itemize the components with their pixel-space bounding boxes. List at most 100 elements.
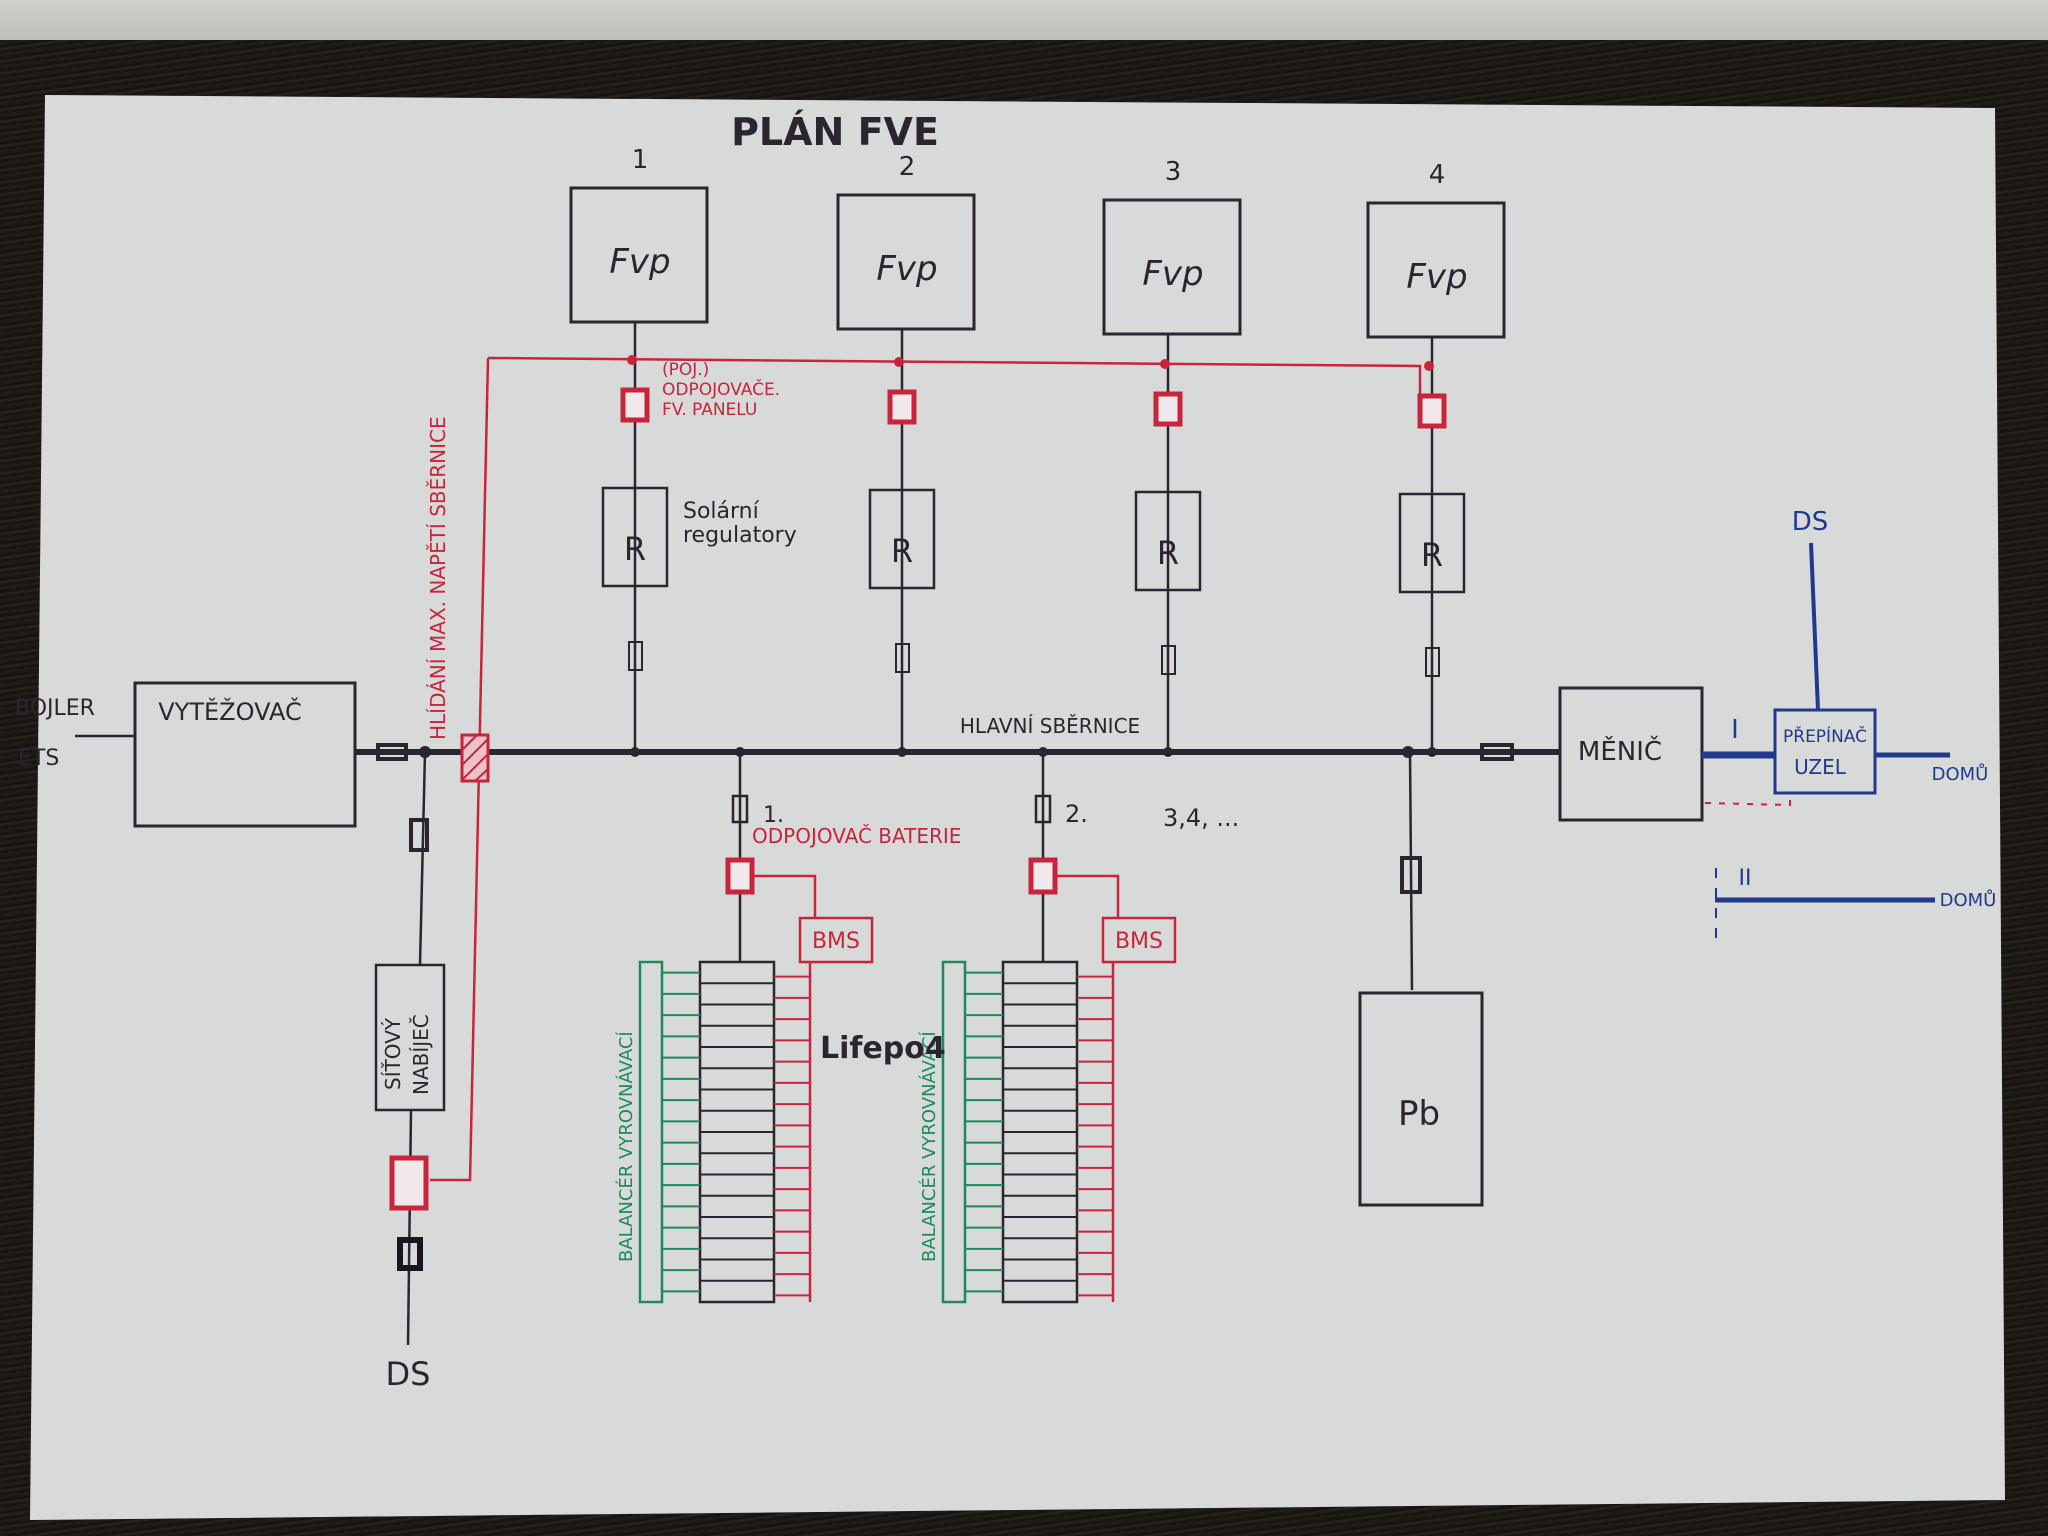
- balancer-bar: [941, 960, 967, 1304]
- vytezovac-box[interactable]: [133, 681, 357, 828]
- bms-box[interactable]: [798, 916, 874, 964]
- balancer-label: BALANCÉR VYROVNÁVACÍ: [918, 1031, 940, 1262]
- junction-dot: [894, 357, 904, 367]
- ds-bottom-label: DS: [386, 1355, 431, 1393]
- bms-control-wire: [754, 874, 817, 918]
- bus-voltage-monitor[interactable]: [460, 733, 490, 783]
- charger-wire: [418, 751, 427, 966]
- lifepo4-label: Lifepo4: [820, 1031, 946, 1066]
- pv-panel-box[interactable]: [836, 193, 976, 331]
- junction-dot: [627, 355, 637, 365]
- regulator-label: R: [1421, 536, 1443, 574]
- charger-fuse: [409, 818, 429, 852]
- battery-fuse: [1034, 794, 1052, 824]
- red-control-line: [430, 356, 1422, 1182]
- bms-box[interactable]: [1101, 916, 1177, 964]
- regulator-box[interactable]: [1134, 490, 1202, 592]
- regulator-fuse: [1425, 647, 1440, 677]
- pv-panel-box[interactable]: [1366, 201, 1506, 339]
- bus-voltage-monitor-label: HLÍDÁNÍ MAX. NAPĚTÍ SBĚRNICE: [426, 416, 450, 740]
- home-2-label: DOMŮ: [1940, 889, 1997, 911]
- panel-group: 1FvpR2FvpR3FvpR4FvpR(POJ.)ODPOJOVAČE.FV.…: [569, 145, 1506, 757]
- battery-fuse: [731, 794, 749, 824]
- pv-panel-label: Fvp: [1406, 257, 1467, 297]
- solar-regulators-label: Solární: [683, 499, 760, 524]
- battery-disconnector[interactable]: [725, 857, 755, 895]
- panel-disconnector[interactable]: [1153, 391, 1183, 427]
- vytezovac-label: VYTĚŽOVAČ: [158, 696, 301, 726]
- balancer-label: BALANCÉR VYROVNÁVACÍ: [615, 1031, 637, 1262]
- panel-number: 1: [632, 145, 649, 175]
- diagram-title: PLÁN FVE: [731, 110, 939, 154]
- regulator-box[interactable]: [868, 488, 936, 590]
- home-1-label: DOMŮ: [1932, 763, 1989, 785]
- regulator-fuse: [895, 643, 910, 673]
- regulator-box[interactable]: [601, 486, 669, 588]
- pv-panel-label: Fvp: [1142, 254, 1203, 294]
- battery-1-index: 1.: [763, 803, 784, 828]
- regulator-fuse: [1161, 645, 1176, 675]
- ets-label: ETS: [18, 746, 59, 771]
- paper-sheet: [30, 95, 2005, 1520]
- regulator-label: R: [891, 532, 913, 570]
- pb-label: Pb: [1398, 1094, 1440, 1134]
- junction-dot: [1160, 359, 1170, 369]
- charger-label-2: NABÍJEČ: [409, 1014, 433, 1095]
- pb-fuse: [1400, 856, 1422, 894]
- panel-number: 2: [899, 152, 916, 182]
- bus-fuse-right: [1480, 743, 1514, 761]
- more-batteries-label: 3,4, ...: [1163, 804, 1239, 832]
- bms-control-wire: [1057, 874, 1120, 918]
- grid-wire: [406, 1109, 413, 1346]
- panel-number: 3: [1165, 157, 1182, 187]
- regulator-fuse: [628, 641, 643, 671]
- prepinac-label-1: PŘEPÍNAČ: [1783, 725, 1867, 747]
- panel-disconnector[interactable]: [887, 389, 917, 425]
- path-2-label: II: [1739, 866, 1752, 891]
- regulator-label: R: [1157, 534, 1179, 572]
- pv-panel-label: Fvp: [609, 242, 670, 282]
- junction-dot: [735, 747, 745, 757]
- red-dashed-control: [1704, 795, 1791, 807]
- pv-panel-box[interactable]: [1102, 198, 1242, 336]
- junction-dot: [1038, 747, 1048, 757]
- solar-regulators-label: regulatory: [683, 523, 797, 548]
- pb-battery-box[interactable]: [1358, 991, 1484, 1207]
- panel-disconnector[interactable]: [1417, 393, 1447, 429]
- balancer-bar: [638, 960, 664, 1304]
- prepinac-label-2: UZEL: [1794, 755, 1847, 779]
- junction-dot: [1424, 361, 1434, 371]
- panel-disconnector-label: FV. PANELU: [662, 400, 757, 420]
- ds-top-label: DS: [1792, 507, 1829, 537]
- ds-top-line: [1809, 542, 1820, 711]
- bus-fuse-left: [376, 743, 408, 761]
- main-bus-label: HLAVNÍ SBĚRNICE: [960, 714, 1140, 738]
- panel-disconnector-label: (POJ.): [662, 360, 709, 380]
- charger-label-1: SÍŤOVÝ: [381, 1017, 405, 1090]
- pv-panel-label: Fvp: [876, 249, 937, 289]
- regulator-box[interactable]: [1398, 492, 1466, 594]
- bms-label: BMS: [1115, 929, 1163, 954]
- pb-wire: [1408, 751, 1414, 991]
- battery-2-index: 2.: [1065, 800, 1088, 828]
- boiler-label: BOJLER: [15, 696, 95, 721]
- panel-disconnector[interactable]: [620, 387, 650, 423]
- grid-fuse: [397, 1237, 423, 1271]
- pv-panel-box[interactable]: [569, 186, 709, 324]
- prepinac-box[interactable]: [1773, 708, 1877, 795]
- battery-disconnector[interactable]: [1028, 857, 1058, 895]
- battery-disconnector-label: ODPOJOVAČ BATERIE: [752, 824, 961, 848]
- menic-label: MĚNIČ: [1578, 735, 1662, 767]
- panel-number: 4: [1429, 160, 1446, 190]
- lifepo4-stack-2: BMS BALANCÉR VYROVNÁVACÍ: [918, 747, 1177, 1304]
- panel-disconnector-label: ODPOJOVAČE.: [662, 378, 780, 400]
- charger-disconnector[interactable]: [389, 1155, 429, 1211]
- path-1-label: I: [1731, 715, 1739, 745]
